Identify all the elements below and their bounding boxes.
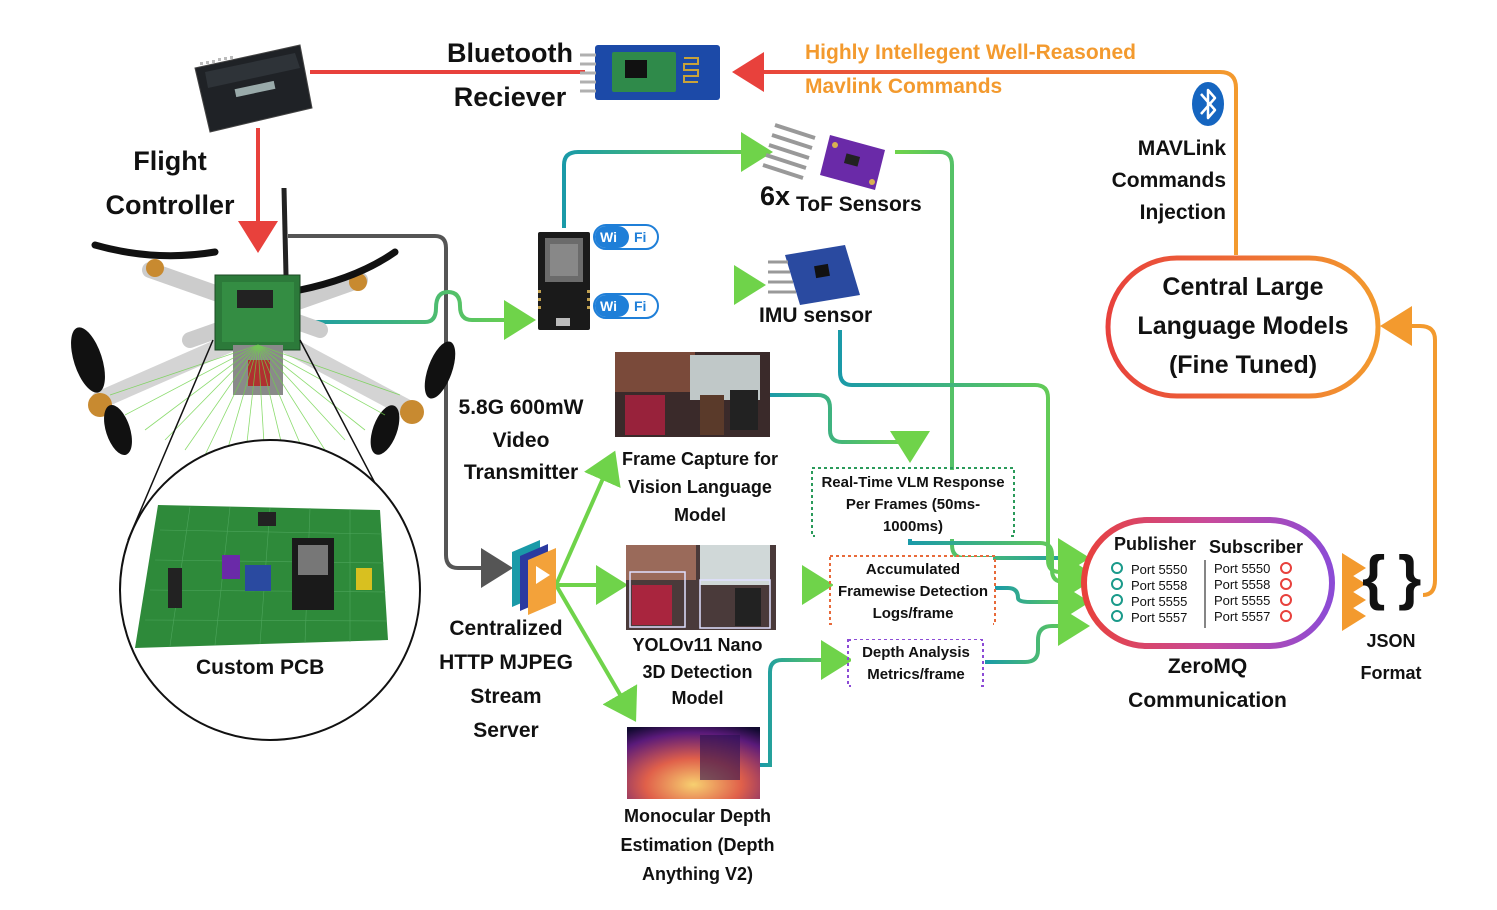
vlm-box-border <box>811 467 1015 537</box>
drone-to-esp-line <box>300 289 536 340</box>
publisher-port: Port 5558 <box>1131 578 1188 593</box>
subscriber-port-dots <box>1280 562 1292 622</box>
subscriber-port: Port 5555 <box>1214 593 1271 608</box>
subscriber-port: Port 5557 <box>1214 609 1271 624</box>
wifi-icon <box>593 293 659 319</box>
imu-sensor-label: IMU sensor <box>759 304 873 327</box>
wifi-label-fi: Fi <box>634 229 647 245</box>
metrics-to-zmq-line <box>985 606 1090 664</box>
llm-oval <box>1105 255 1381 399</box>
custom-pcb-label: Custom PCB <box>196 656 325 679</box>
esp32-board-image <box>538 232 590 330</box>
publisher-port: Port 5557 <box>1131 610 1188 625</box>
json-braces-icon: { } <box>1362 544 1421 611</box>
wifi-label-fi: Fi <box>634 298 647 314</box>
subscriber-title: Subscriber <box>1209 537 1304 557</box>
depth-to-metrics-line <box>760 640 853 767</box>
json-format-label: JSON Format <box>1360 631 1422 683</box>
bluetooth-receiver-label: Bluetooth Reciever <box>447 38 573 112</box>
depth-estimation-image <box>627 727 760 799</box>
llm-to-bt-line <box>732 52 1238 255</box>
central-llm-label: Central Large Language Models (Fine Tune… <box>1137 273 1349 379</box>
acc-to-zmq-line <box>995 582 1090 622</box>
vtx-to-server-line <box>288 234 513 588</box>
publisher-port: Port 5550 <box>1131 562 1188 577</box>
server-to-depth-line <box>554 583 638 722</box>
tof-sensors-label: ToF Sensors <box>796 193 922 216</box>
tof-sensor-image <box>762 123 885 190</box>
bluetooth-icon <box>1192 82 1224 126</box>
subscriber-port: Port 5558 <box>1214 577 1271 592</box>
vlm-response-box: Real-Time VLM Response Per Frames (50ms-… <box>815 470 1011 540</box>
video-transmitter-label: 5.8G 600mW Video Transmitter <box>458 396 584 485</box>
frame-capture-label: Frame Capture for Vision Language Model <box>621 449 779 525</box>
monocular-depth-label: Monocular Depth Estimation (Depth Anythi… <box>620 806 775 885</box>
mavlink-injection-label: MAVLink Commands Injection <box>1111 137 1226 224</box>
publisher-port-dots <box>1111 562 1123 622</box>
stream-server-icon <box>512 540 556 615</box>
highly-intelligent-label: Highly Intellegent Well-Reasoned <box>805 41 1136 64</box>
wifi-label-wi: Wi <box>600 298 617 314</box>
json-to-llm-line <box>1380 306 1437 597</box>
frame-capture-image <box>615 352 770 437</box>
esp-to-tof-line <box>562 132 773 228</box>
zeromq-label: ZeroMQ Communication <box>1128 655 1287 713</box>
wifi-label-wi: Wi <box>600 229 617 245</box>
custom-pcb-zoom <box>119 339 421 741</box>
flight-controller-label: Flight Controller <box>105 146 235 220</box>
zeromq-oval <box>1081 517 1335 649</box>
server-to-frame-line <box>554 450 621 586</box>
imu-sensor-image <box>768 245 860 305</box>
acc-box-border <box>829 555 996 625</box>
vlm-to-zmq-line <box>908 538 1090 602</box>
publisher-title: Publisher <box>1114 534 1197 554</box>
mavlink-commands-label: Mavlink Commands <box>805 75 1003 98</box>
accumulated-logs-box: Accumulated Framewise Detection Logs/fra… <box>833 557 993 627</box>
yolo-label: YOLOv11 Nano 3D Detection Model <box>632 635 763 709</box>
wifi-icon <box>593 224 659 250</box>
subscriber-port: Port 5550 <box>1214 561 1271 576</box>
frame-to-vlm-line <box>770 393 930 463</box>
depth-analysis-box: Depth Analysis Metrics/frame <box>851 640 981 688</box>
yolo-detection-image <box>626 545 776 630</box>
publisher-port: Port 5555 <box>1131 594 1188 609</box>
flight-controller-image <box>194 44 313 133</box>
stream-server-label: Centralized HTTP MJPEG Stream Server <box>439 617 573 743</box>
bluetooth-module-image <box>580 45 720 100</box>
tof-count-label: 6x <box>760 181 791 211</box>
